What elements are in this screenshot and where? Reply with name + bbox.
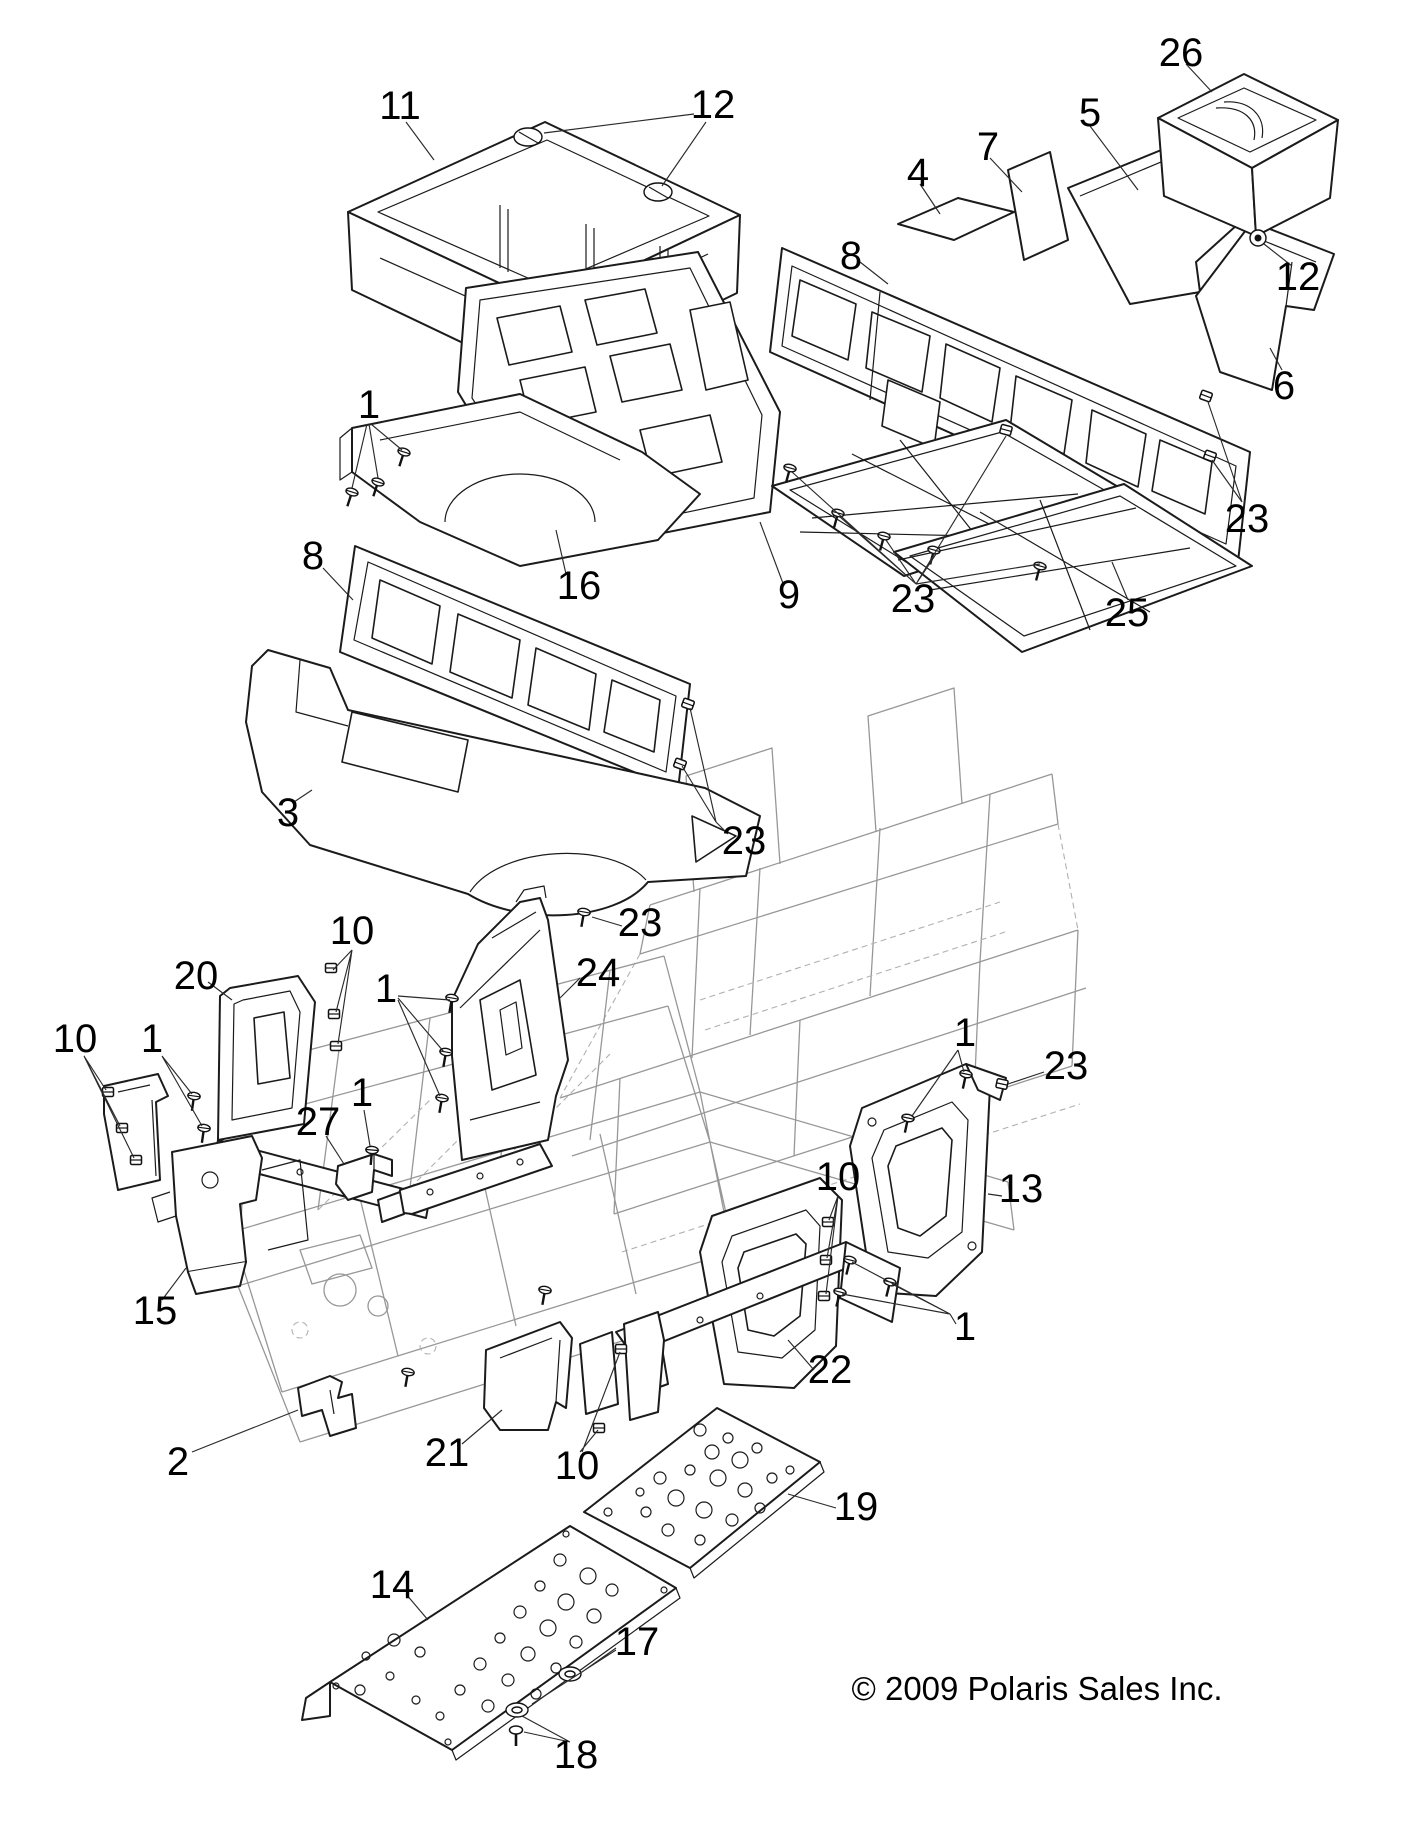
callouts: 11 12 26 5 7 4 8 12 6 23 25 23 9 1 16 8 … [53, 31, 1321, 1777]
part-24-seat-support-panel [377, 885, 569, 1223]
callout-1-mid: 1 [375, 967, 397, 1011]
callout-21: 21 [425, 1431, 470, 1475]
callout-11: 11 [379, 84, 421, 128]
callout-10-center: 10 [330, 909, 375, 953]
callout-24: 24 [576, 951, 621, 995]
callout-7: 7 [977, 125, 999, 169]
callout-4: 4 [907, 151, 929, 195]
part-21-bracket [483, 1321, 573, 1431]
callout-1-lower: 1 [351, 1071, 373, 1115]
part-19-floor-plate [583, 1407, 825, 1579]
bracket-pair [579, 1311, 665, 1421]
part-12-plugs [513, 127, 673, 202]
callout-23-mid: 23 [722, 819, 767, 863]
part-17-washers [505, 1666, 582, 1718]
callout-1-bottom: 1 [954, 1305, 976, 1349]
callout-19: 19 [834, 1485, 879, 1529]
callout-20: 20 [174, 954, 219, 998]
part-27-bracket [335, 1153, 393, 1201]
callout-1-left: 1 [141, 1017, 163, 1061]
callout-25: 25 [1105, 591, 1150, 635]
part-2-clip-bracket [297, 1375, 357, 1437]
part-18-screw [508, 1725, 524, 1746]
callout-6: 6 [1273, 364, 1295, 408]
callout-10-right: 10 [816, 1155, 861, 1199]
callout-1-top: 1 [358, 383, 380, 427]
part-14-floor-plate [301, 1525, 681, 1761]
left-support-bracket [103, 1073, 169, 1191]
part-26-storage-bucket [1157, 73, 1339, 237]
callout-10-left: 10 [53, 1017, 98, 1061]
callout-16: 16 [557, 564, 602, 608]
callout-8-right: 8 [840, 234, 862, 278]
callout-9: 9 [778, 573, 800, 617]
callout-2: 2 [167, 1440, 189, 1484]
callout-18: 18 [554, 1733, 599, 1777]
leader-lines [83, 63, 1293, 1743]
callout-23-right: 23 [1225, 497, 1270, 541]
callout-12-top: 12 [691, 83, 736, 127]
part-12-plug-right [1249, 229, 1267, 247]
callout-3: 3 [277, 791, 299, 835]
callout-10-bottom: 10 [555, 1444, 600, 1488]
callout-22: 22 [808, 1348, 853, 1392]
part-6-panel [1195, 221, 1335, 391]
callout-8-left: 8 [302, 534, 324, 578]
callout-12-right: 12 [1276, 255, 1321, 299]
callout-23-floor: 23 [891, 577, 936, 621]
part-15-mount-bracket [151, 1135, 309, 1295]
part-3-floor-console [245, 649, 761, 917]
callout-23-24: 23 [618, 901, 663, 945]
rear-bed-frame [559, 687, 1087, 1253]
callout-27: 27 [296, 1100, 341, 1144]
callout-23-13: 23 [1044, 1044, 1089, 1088]
part-8-closeoff-panel-left [339, 545, 691, 791]
part-7-pad [1007, 151, 1069, 261]
part-20-seat-support-panel [213, 975, 431, 1219]
part-4-pad [897, 197, 1015, 241]
callout-15: 15 [133, 1289, 178, 1333]
callout-14: 14 [370, 1563, 415, 1607]
callout-17: 17 [615, 1620, 660, 1664]
copyright-text: © 2009 Polaris Sales Inc. [851, 1670, 1222, 1707]
callout-13: 13 [999, 1167, 1044, 1211]
part-13-fender-panel [849, 1063, 1007, 1297]
callout-1-right: 1 [954, 1011, 976, 1055]
callout-5: 5 [1079, 91, 1101, 135]
callout-26: 26 [1159, 31, 1204, 75]
